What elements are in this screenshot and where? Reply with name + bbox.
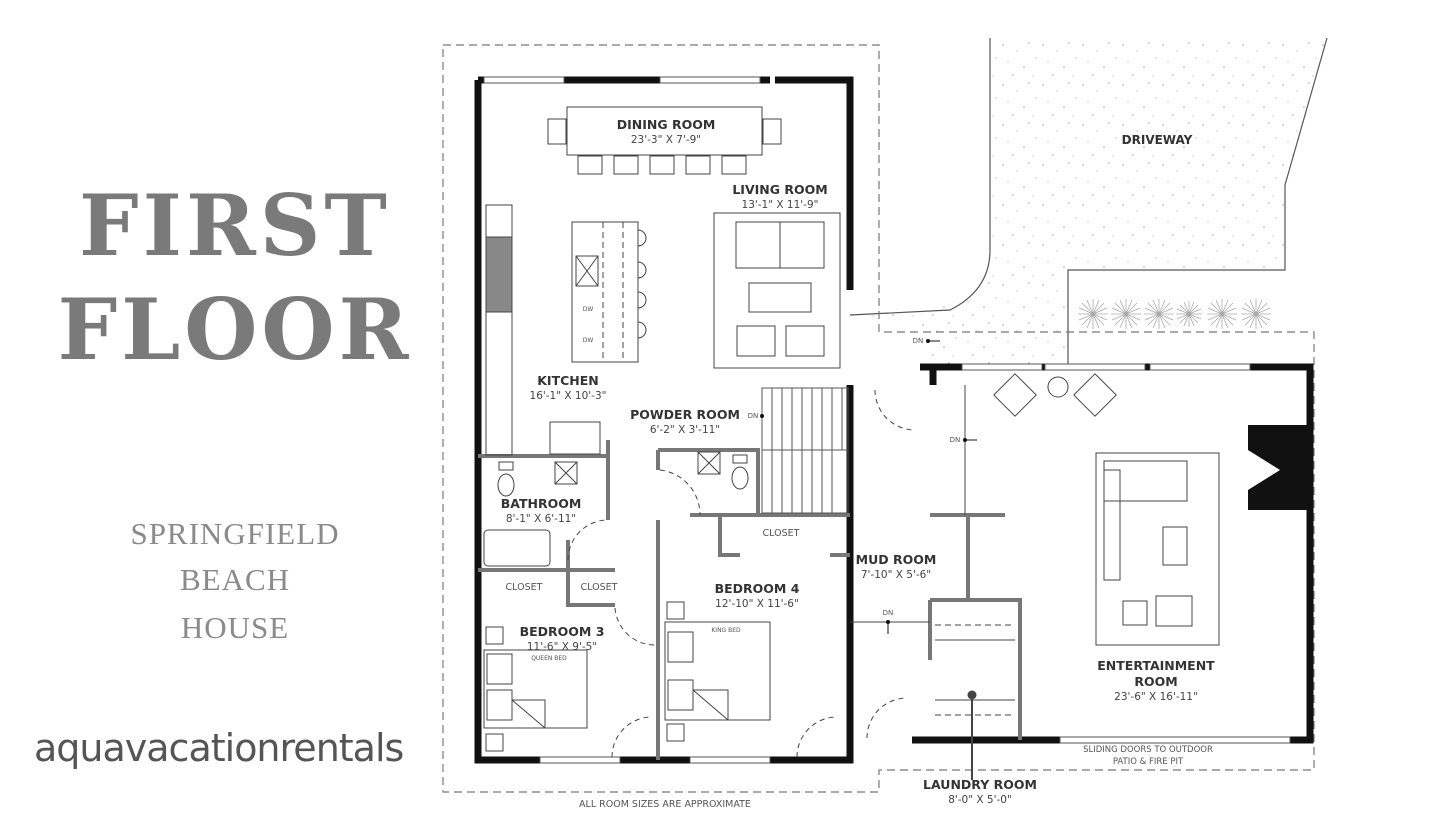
kitchen-size: 16'-1" X 10'-3" xyxy=(530,390,607,402)
bedroom-4-label: BEDROOM 4 xyxy=(715,581,800,596)
entertainment-room-size: 23'-6" X 16'-11" xyxy=(1114,691,1198,703)
powder-room-label: POWDER ROOM xyxy=(630,407,740,422)
driveway-label: DRIVEWAY xyxy=(1122,133,1193,147)
down-markers: DN DN DN DN xyxy=(748,337,977,634)
beds xyxy=(483,601,771,752)
bedroom-4-size: 12'-10" X 11'-6" xyxy=(715,598,799,610)
sliding-doors-note-1: SLIDING DOORS TO OUTDOOR xyxy=(1083,745,1213,755)
mud-room-size: 7'-10" X 5'-6" xyxy=(861,569,931,581)
bathroom-label: BATHROOM xyxy=(501,496,582,511)
door-swings xyxy=(567,389,916,758)
title-first: FIRST xyxy=(79,176,391,275)
dining-room-size: 23'-3" X 7'-9" xyxy=(631,134,701,146)
closet-label-hall: CLOSET xyxy=(581,582,618,593)
property-name-line2: BEACH xyxy=(179,562,291,597)
mud-room-label: MUD ROOM xyxy=(856,552,937,567)
bathroom-size: 8'-1" X 6'-11" xyxy=(506,513,576,525)
title-floor: FLOOR xyxy=(57,280,413,379)
svg-text:DN: DN xyxy=(913,337,924,345)
dishwasher-label-2: DW xyxy=(583,337,594,344)
svg-text:DN: DN xyxy=(883,609,894,617)
laundry-room-size: 8'-0" X 5'-0" xyxy=(948,794,1012,806)
property-boundary xyxy=(442,44,1315,793)
closet-label-bedroom4: CLOSET xyxy=(763,528,800,539)
property-name-line1: SPRINGFIELD xyxy=(130,516,340,551)
dining-room-label: DINING ROOM xyxy=(617,117,716,132)
kitchen-fixtures xyxy=(485,204,647,456)
living-room-size: 13'-1" X 11'-9" xyxy=(742,199,819,211)
living-room-label: LIVING ROOM xyxy=(732,182,827,197)
kitchen-label: KITCHEN xyxy=(537,373,599,388)
sliding-doors-note-2: PATIO & FIRE PIT xyxy=(1113,757,1184,767)
dining-table xyxy=(547,106,782,175)
driveway-area: DRIVEWAY xyxy=(849,37,1328,364)
windows xyxy=(483,76,1291,764)
living-room-furniture xyxy=(713,212,841,369)
shrub-row xyxy=(1078,299,1271,329)
entertainment-room-label-1: ENTERTAINMENT xyxy=(1097,658,1215,673)
fireplace xyxy=(1248,425,1310,510)
property-name-line3: HOUSE xyxy=(180,610,290,645)
staircase xyxy=(761,387,849,514)
interior-walls xyxy=(478,440,1022,760)
closet-label-bedroom3: CLOSET xyxy=(506,582,543,593)
king-bed-label: KING BED xyxy=(711,627,741,634)
svg-text:DN: DN xyxy=(748,412,759,420)
bedroom-3-size: 11'-6" X 9'-5" xyxy=(527,641,597,653)
laundry-room-label: LAUNDRY ROOM xyxy=(923,777,1037,792)
entertainment-furniture xyxy=(993,373,1220,646)
powder-room-size: 6'-2" X 3'-11" xyxy=(650,424,720,436)
bedroom-3-label: BEDROOM 3 xyxy=(520,624,605,639)
disclaimer-note: ALL ROOM SIZES ARE APPROXIMATE xyxy=(579,799,751,810)
svg-text:DN: DN xyxy=(950,436,961,444)
bathroom-fixtures xyxy=(483,451,749,567)
dishwasher-label-1: DW xyxy=(583,306,594,313)
entertainment-room-label-2: ROOM xyxy=(1134,674,1177,689)
queen-bed-label: QUEEN BED xyxy=(531,655,567,662)
brand-logo-text: aquavacationrentals xyxy=(34,726,404,770)
